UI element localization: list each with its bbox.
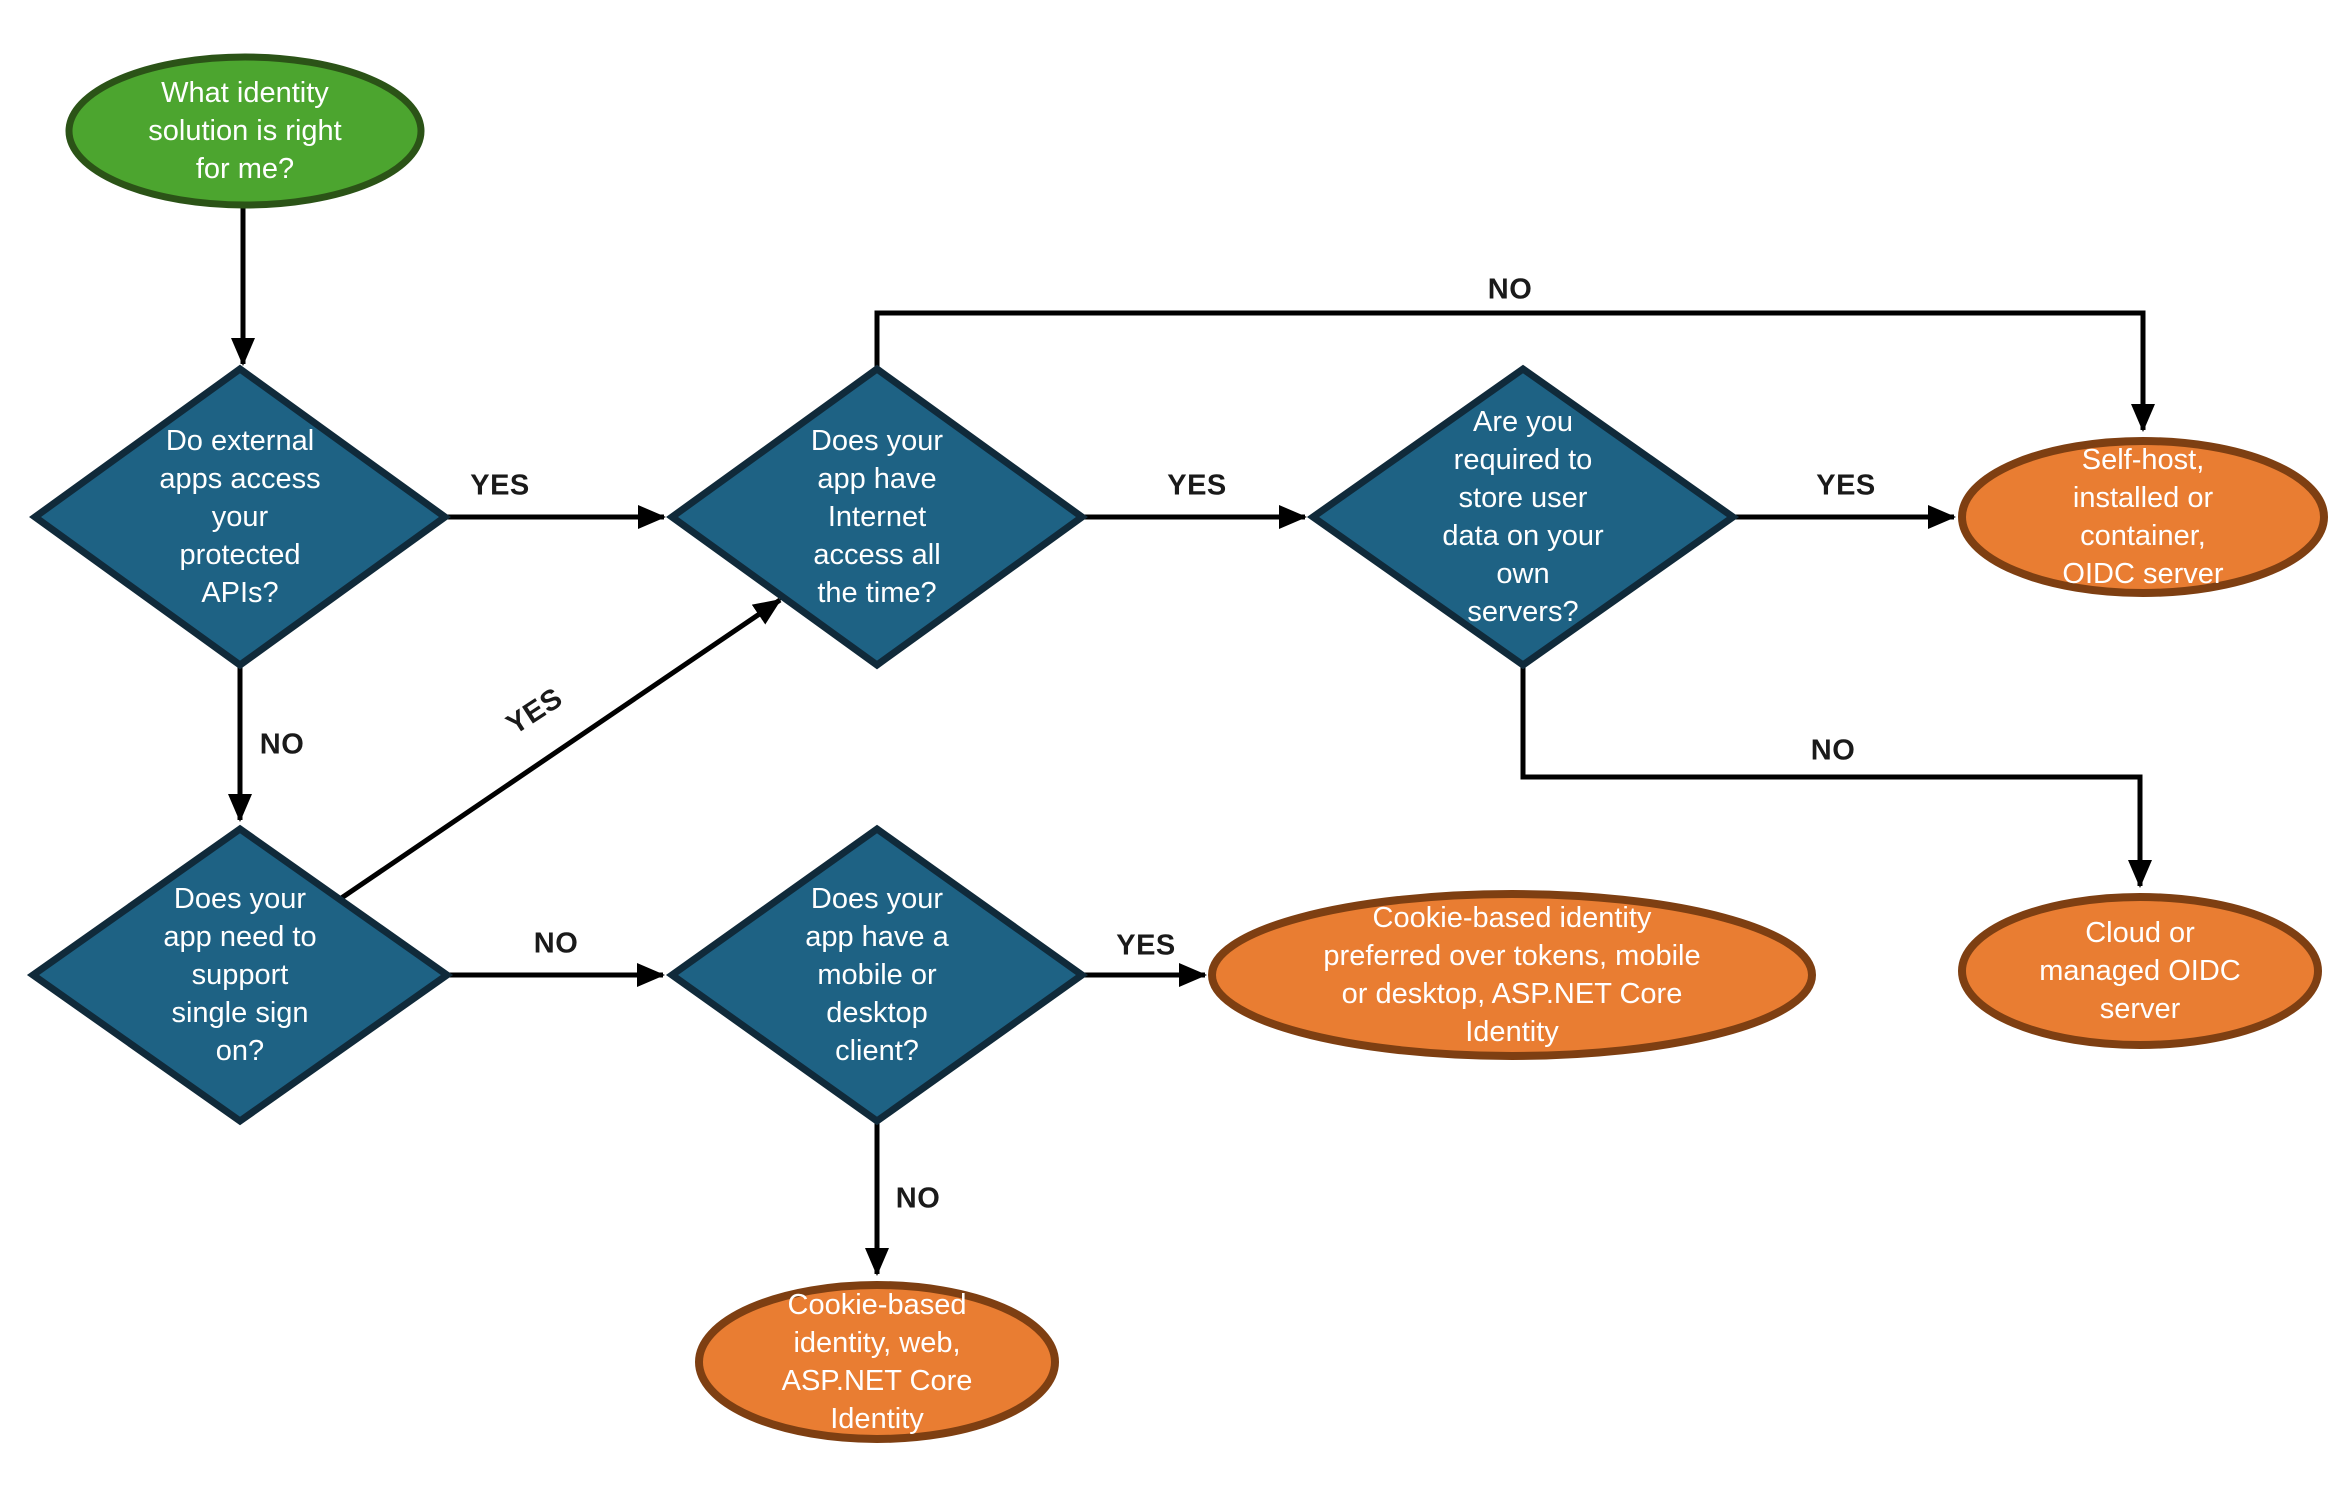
- result-cookie-mobile-shape: [1208, 890, 1816, 1060]
- result-self-host-shape: [1958, 437, 2328, 597]
- question-internet-access-shape: [666, 364, 1088, 670]
- start-node-shape: [65, 53, 425, 209]
- result-cookie-web-shape: [695, 1281, 1059, 1443]
- edge-no-internet-to-selfhost: [874, 310, 2155, 432]
- edge-yes-sso-to-internet: [335, 597, 782, 904]
- question-sso-shape: [26, 824, 454, 1126]
- question-store-data-shape: [1306, 364, 1740, 670]
- edge-no-store-to-cloud: [1520, 667, 2152, 888]
- question-mobile-desktop-shape: [665, 824, 1089, 1126]
- result-cloud-shape: [1958, 893, 2322, 1049]
- question-external-apis-shape: [29, 364, 451, 670]
